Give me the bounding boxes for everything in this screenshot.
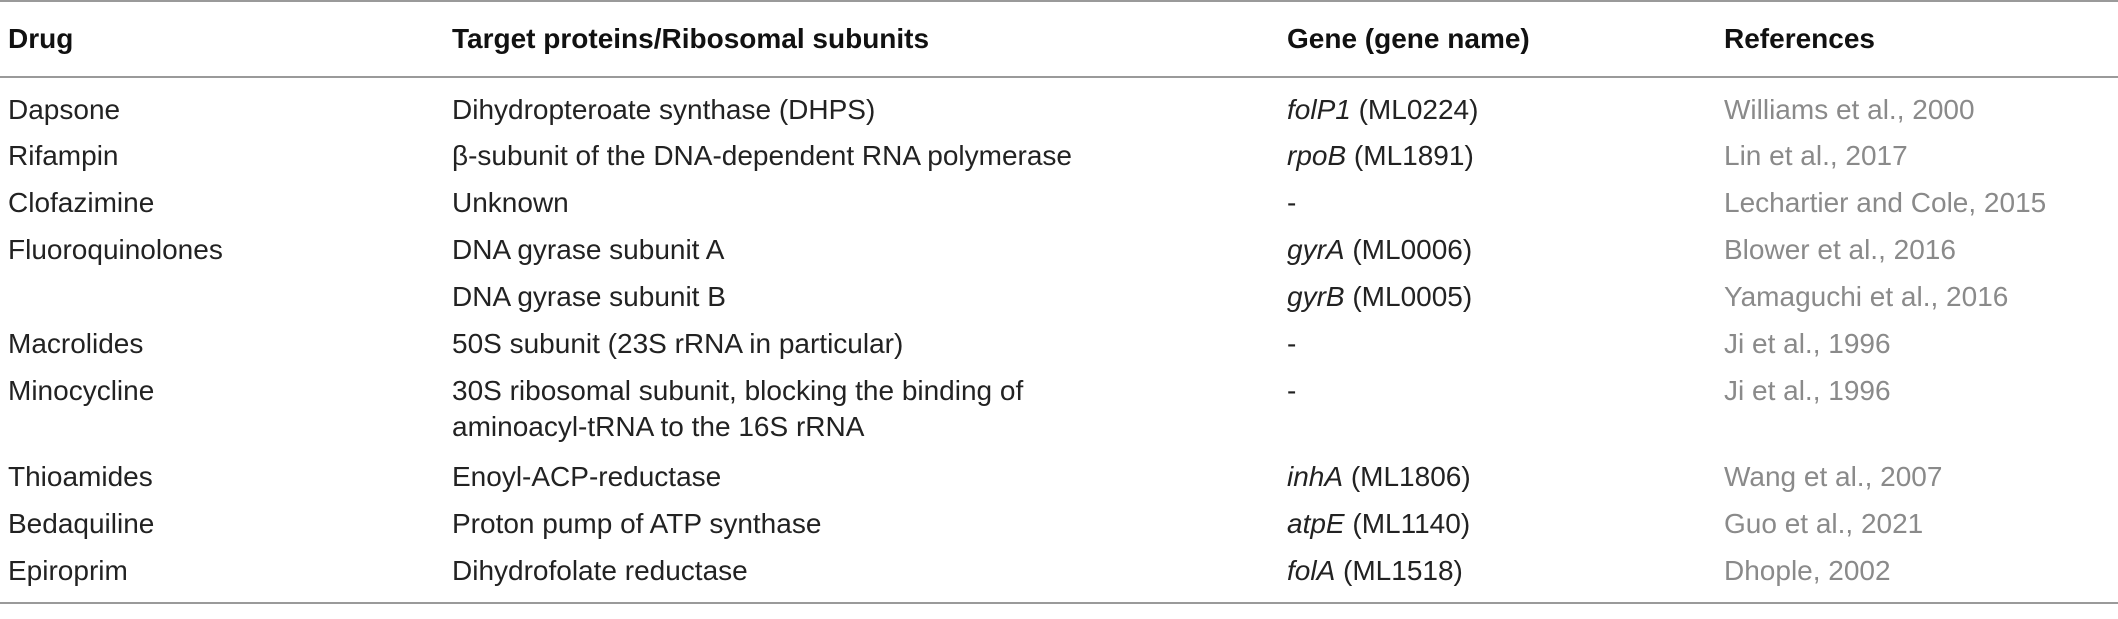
- target-line: aminoacyl-tRNA to the 16S rRNA: [452, 411, 865, 442]
- header-references: References: [1714, 0, 2118, 78]
- cell-gene: rpoB (ML1891): [1277, 132, 1714, 179]
- cell-target: 30S ribosomal subunit, blocking the bind…: [442, 367, 1277, 453]
- gene-symbol: gyrB: [1287, 281, 1345, 312]
- cell-drug: Fluoroquinolones: [8, 234, 223, 265]
- table-body: Dapsone Dihydropteroate synthase (DHPS) …: [0, 77, 2118, 604]
- cell-target: DNA gyrase subunit A: [452, 234, 725, 265]
- cell-reference[interactable]: Dhople, 2002: [1714, 547, 2118, 604]
- table-row: DNA gyrase subunit B gyrB (ML0005) Yamag…: [0, 273, 2118, 320]
- cell-reference[interactable]: Lechartier and Cole, 2015: [1724, 187, 2047, 218]
- table-row: Bedaquiline Proton pump of ATP synthase …: [0, 500, 2118, 547]
- cell-drug: Thioamides: [8, 461, 153, 492]
- gene-symbol: folP1: [1287, 94, 1351, 125]
- cell-target: Unknown: [452, 187, 569, 218]
- gene-name: (ML0224): [1350, 94, 1479, 125]
- cell-gene: -: [1277, 320, 1714, 367]
- gene-symbol: gyrA: [1287, 234, 1345, 265]
- gene-name: (ML1806): [1343, 461, 1471, 492]
- cell-target: 50S subunit (23S rRNA in particular): [452, 328, 904, 359]
- cell-drug: Macrolides: [8, 328, 144, 359]
- cell-gene: -: [1277, 367, 1714, 453]
- cell-reference[interactable]: Wang et al., 2007: [1724, 461, 1943, 492]
- drug-target-table-container: Drug Target proteins/Ribosomal subunits …: [0, 0, 2118, 604]
- table-row: Fluoroquinolones DNA gyrase subunit A gy…: [0, 226, 2118, 273]
- header-target: Target proteins/Ribosomal subunits: [442, 0, 1277, 78]
- gene-name: (ML1140): [1344, 508, 1471, 539]
- gene-symbol: atpE: [1287, 508, 1345, 539]
- cell-gene: folA (ML1518): [1277, 547, 1714, 604]
- gene-symbol: inhA: [1287, 461, 1344, 492]
- cell-gene: -: [1277, 179, 1714, 226]
- table-row: Epiroprim Dihydrofolate reductase folA (…: [0, 547, 2118, 604]
- cell-drug: Epiroprim: [0, 547, 442, 604]
- cell-reference[interactable]: Blower et al., 2016: [1724, 234, 1956, 265]
- cell-gene: atpE (ML1140): [1277, 500, 1714, 547]
- cell-gene: gyrA (ML0006): [1277, 226, 1714, 273]
- cell-target: Proton pump of ATP synthase: [452, 508, 822, 539]
- cell-reference[interactable]: Ji et al., 1996: [1724, 375, 1891, 406]
- cell-drug: Minocycline: [8, 375, 155, 406]
- table-header: Drug Target proteins/Ribosomal subunits …: [0, 0, 2118, 78]
- cell-reference[interactable]: Yamaguchi et al., 2016: [1724, 281, 2009, 312]
- cell-target: DNA gyrase subunit B: [452, 281, 726, 312]
- table-row: Thioamides Enoyl-ACP-reductase inhA (ML1…: [0, 453, 2118, 500]
- drug-target-table: Drug Target proteins/Ribosomal subunits …: [0, 0, 2118, 604]
- header-row: Drug Target proteins/Ribosomal subunits …: [0, 0, 2118, 78]
- header-drug: Drug: [0, 0, 442, 78]
- table-row: Dapsone Dihydropteroate synthase (DHPS) …: [0, 77, 2118, 132]
- cell-gene: inhA (ML1806): [1277, 453, 1714, 500]
- cell-drug: Bedaquiline: [8, 508, 155, 539]
- table-row: Macrolides 50S subunit (23S rRNA in part…: [0, 320, 2118, 367]
- gene-name: (ML0006): [1344, 234, 1473, 265]
- gene-symbol: folA: [1287, 555, 1336, 586]
- gene-name: (ML1518): [1335, 555, 1463, 586]
- cell-target: β-subunit of the DNA-dependent RNA polym…: [452, 140, 1072, 171]
- cell-gene: folP1 (ML0224): [1277, 77, 1714, 132]
- table-row: Clofazimine Unknown - Lechartier and Col…: [0, 179, 2118, 226]
- target-line: 30S ribosomal subunit, blocking the bind…: [452, 375, 1024, 406]
- table-row: Minocycline 30S ribosomal subunit, block…: [0, 367, 2118, 453]
- cell-target: Enoyl-ACP-reductase: [452, 461, 722, 492]
- gene-name: -: [1287, 375, 1297, 406]
- gene-name: -: [1287, 187, 1297, 218]
- cell-reference[interactable]: Ji et al., 1996: [1724, 328, 1891, 359]
- table-row: Rifampin β-subunit of the DNA-dependent …: [0, 132, 2118, 179]
- cell-drug: Rifampin: [8, 140, 119, 171]
- cell-target: Dihydrofolate reductase: [442, 547, 1277, 604]
- gene-symbol: rpoB: [1287, 140, 1347, 171]
- cell-drug: Dapsone: [8, 94, 121, 125]
- gene-name: (ML1891): [1346, 140, 1474, 171]
- gene-name: -: [1287, 328, 1297, 359]
- cell-reference[interactable]: Guo et al., 2021: [1724, 508, 1924, 539]
- header-gene: Gene (gene name): [1277, 0, 1714, 78]
- gene-name: (ML0005): [1344, 281, 1473, 312]
- cell-reference[interactable]: Lin et al., 2017: [1724, 140, 1908, 171]
- cell-target: Dihydropteroate synthase (DHPS): [452, 94, 876, 125]
- cell-drug: [0, 273, 442, 320]
- cell-gene: gyrB (ML0005): [1277, 273, 1714, 320]
- cell-reference[interactable]: Williams et al., 2000: [1724, 94, 1975, 125]
- cell-drug: Clofazimine: [8, 187, 155, 218]
